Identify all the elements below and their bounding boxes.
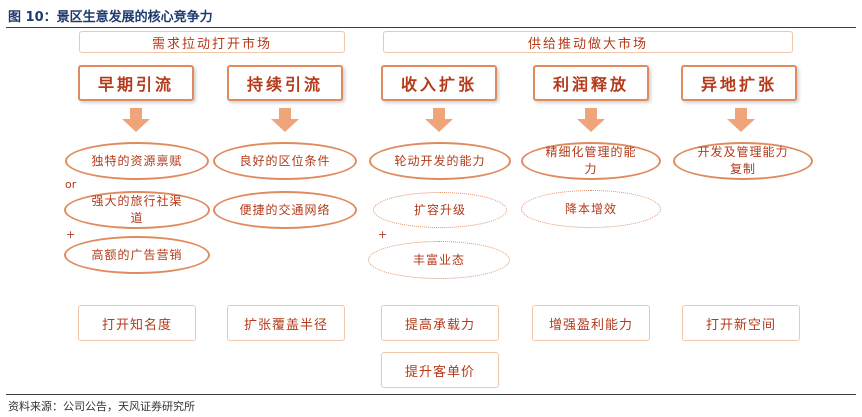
result-box: 提高承载力 xyxy=(381,305,499,341)
driver-oval: 精细化管理的能力 xyxy=(521,142,661,180)
driver-oval-dotted: 扩容升级 xyxy=(373,192,507,228)
result-box: 打开新空间 xyxy=(682,305,800,341)
driver-oval: 轮动开发的能力 xyxy=(369,142,511,180)
head-revenue-expansion: 收入扩张 xyxy=(381,65,497,101)
figure-title: 图 10：景区生意发展的核心竞争力 xyxy=(8,10,213,25)
source-note: 资料来源：公司公告，天风证券研究所 xyxy=(8,400,195,413)
head-sustained-traffic: 持续引流 xyxy=(227,65,343,101)
head-profit-release: 利润释放 xyxy=(533,65,649,101)
result-box: 提升客单价 xyxy=(381,352,499,388)
top-rule xyxy=(6,27,856,28)
driver-oval-dotted: 降本增效 xyxy=(521,190,661,228)
driver-oval: 便捷的交通网络 xyxy=(213,191,357,229)
driver-oval: 良好的区位条件 xyxy=(213,142,357,180)
head-early-traffic: 早期引流 xyxy=(78,65,194,101)
down-arrow-icon xyxy=(425,108,453,132)
down-arrow-icon xyxy=(271,108,299,132)
down-arrow-icon xyxy=(577,108,605,132)
down-arrow-icon xyxy=(122,108,150,132)
down-arrow-icon xyxy=(727,108,755,132)
operator-plus: + xyxy=(378,228,388,241)
demand-banner: 需求拉动打开市场 xyxy=(79,31,345,53)
driver-oval: 强大的旅行社渠道 xyxy=(64,191,210,229)
driver-oval: 高额的广告营销 xyxy=(64,236,210,274)
result-box: 打开知名度 xyxy=(78,305,196,341)
operator-or: or xyxy=(65,178,77,191)
result-box: 增强盈利能力 xyxy=(532,305,650,341)
supply-banner: 供给推动做大市场 xyxy=(383,31,793,53)
driver-oval-dotted: 丰富业态 xyxy=(368,241,510,279)
head-offsite-expansion: 异地扩张 xyxy=(681,65,797,101)
driver-oval: 独特的资源禀赋 xyxy=(65,142,209,180)
driver-oval: 开发及管理能力复制 xyxy=(673,142,813,180)
result-box: 扩张覆盖半径 xyxy=(227,305,345,341)
bottom-rule xyxy=(6,394,856,395)
operator-plus: + xyxy=(66,228,76,241)
